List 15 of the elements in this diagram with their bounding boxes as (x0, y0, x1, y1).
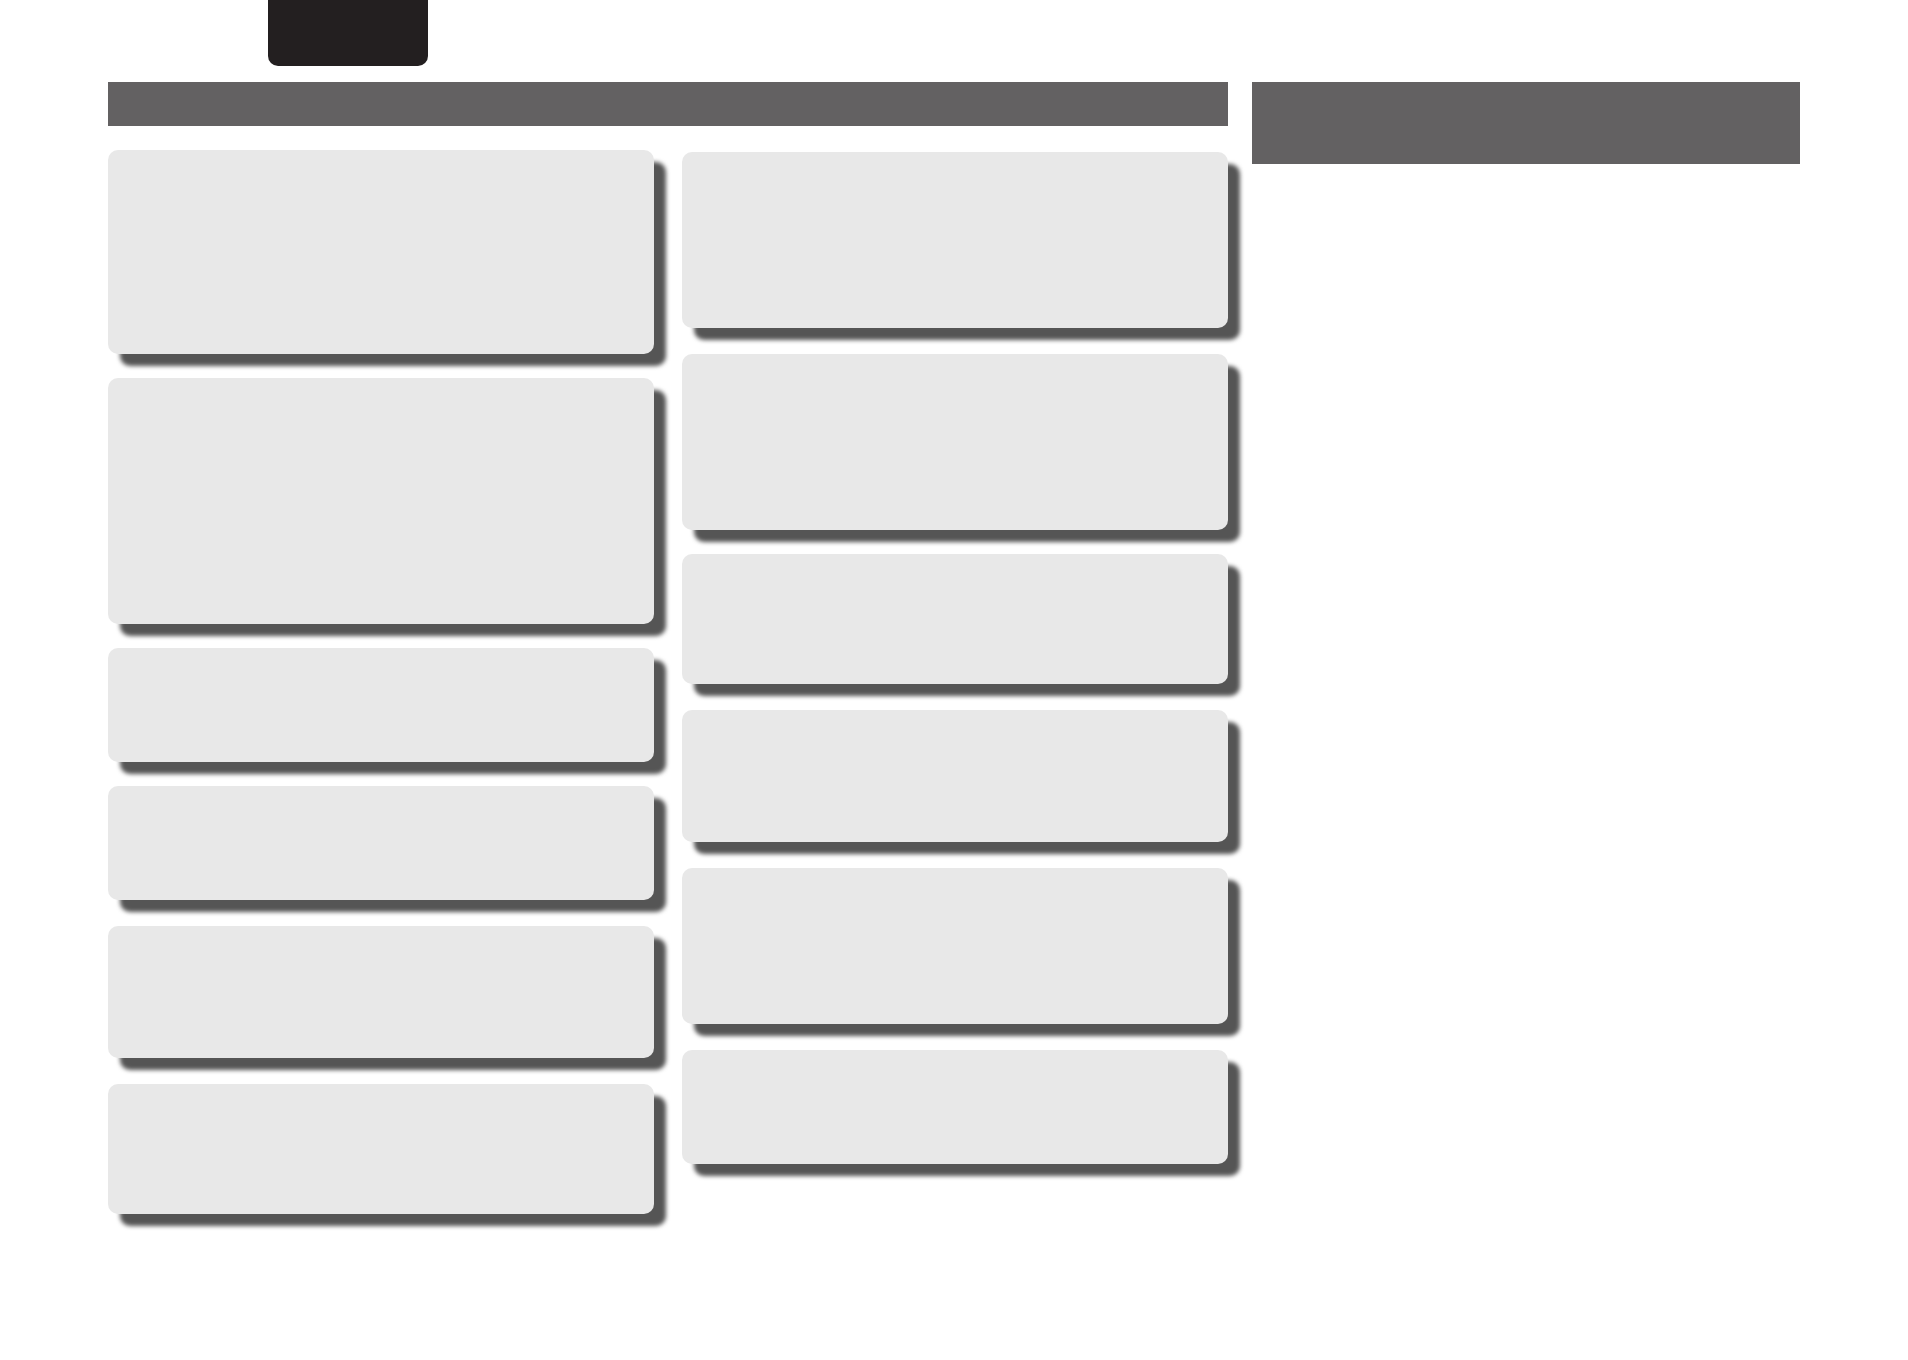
content-card (108, 648, 670, 778)
content-card (682, 152, 1244, 344)
content-card (682, 1050, 1244, 1180)
side-header-bar (1252, 82, 1800, 164)
header-tab (268, 0, 428, 66)
content-card (682, 868, 1244, 1040)
content-card (682, 710, 1244, 858)
content-card (682, 554, 1244, 700)
content-card (108, 150, 670, 370)
content-card (108, 926, 670, 1074)
content-card (682, 354, 1244, 546)
content-card (108, 1084, 670, 1230)
section-header-bar (108, 82, 1228, 126)
content-card (108, 786, 670, 916)
content-card (108, 378, 670, 640)
